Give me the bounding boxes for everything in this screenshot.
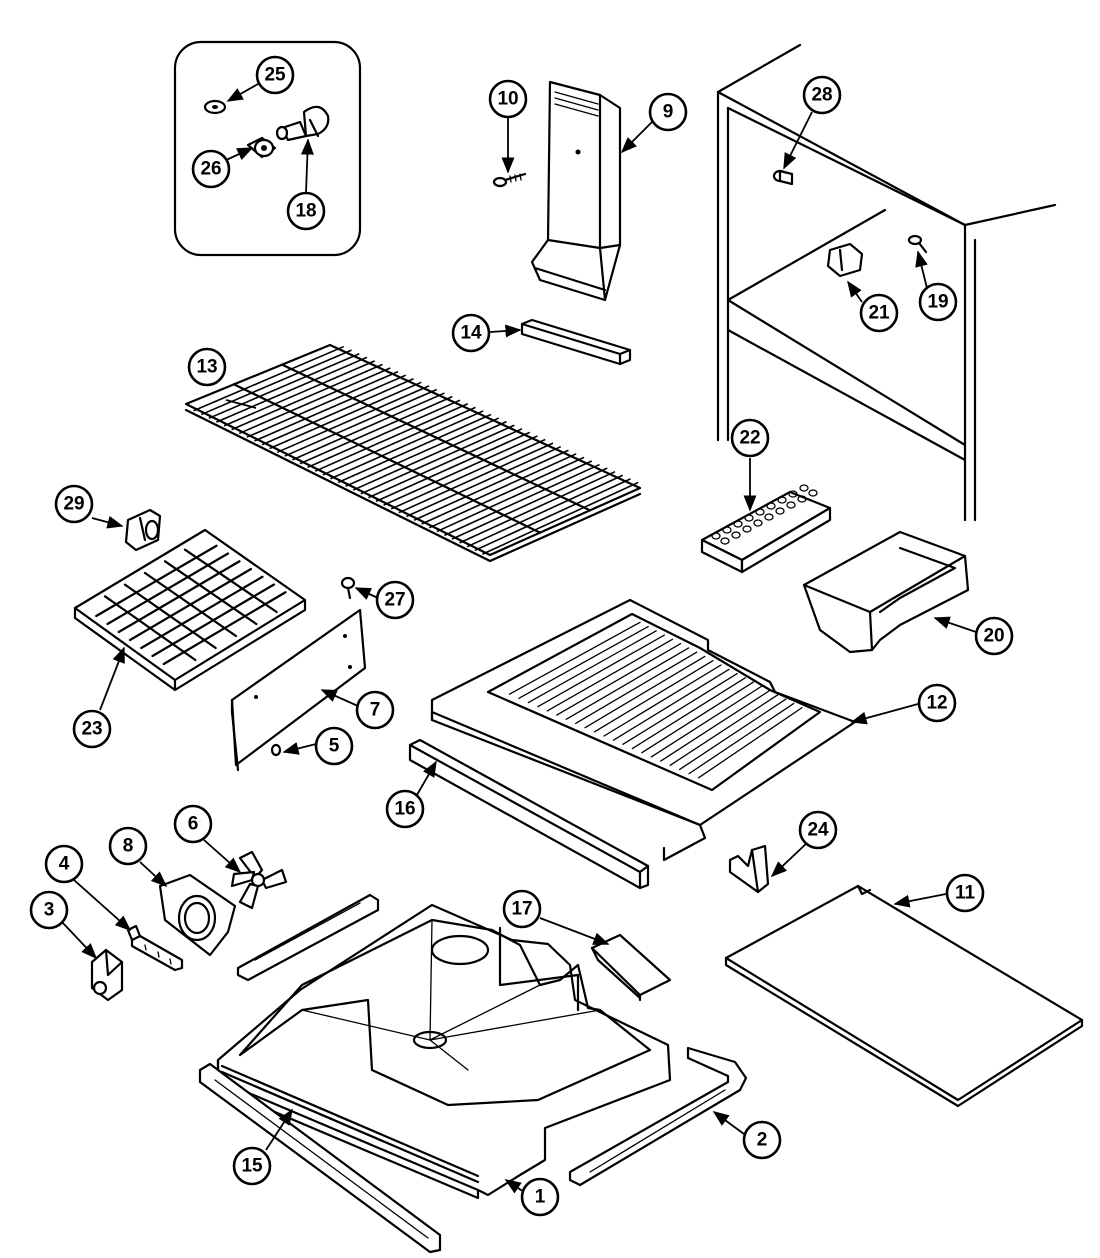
callout-1: 1 [520,1177,560,1217]
part-11-plate [724,884,1084,1108]
callout-label: 29 [63,494,84,515]
part-5-plug [270,743,282,757]
part-20-bin [802,530,970,654]
inset-detail-box [173,40,362,257]
callout-label: 21 [868,303,890,324]
callout-24: 24 [798,810,838,850]
callout-25: 25 [255,55,295,95]
part-25-washer [203,99,227,115]
callout-10: 10 [488,79,528,119]
callout-22: 22 [730,418,770,458]
callout-3: 3 [29,890,69,930]
callout-label: 6 [188,814,199,835]
callout-label: 15 [241,1156,263,1177]
callout-16: 16 [385,789,425,829]
part-26-bushing [246,136,277,159]
part-22-ice-tray [700,484,832,574]
part-29-clip [124,508,162,552]
part-16-rail [408,738,650,890]
callout-17: 17 [502,889,542,929]
callout-label: 4 [59,854,70,875]
callout-11: 11 [945,873,985,913]
callout-label: 22 [739,428,760,449]
callout-15: 15 [232,1146,272,1186]
callout-21: 21 [859,293,899,333]
part-23-rack [73,528,307,692]
callout-label: 2 [757,1130,768,1151]
part-3-motor [90,948,124,1002]
callout-9: 9 [648,92,688,132]
callout-19: 19 [918,282,958,322]
part-10-screw [492,172,527,188]
callout-label: 8 [123,836,134,857]
part-12-tray [430,598,857,862]
callout-label: 25 [264,65,286,86]
part-21-bracket [826,242,864,278]
part-14-strip [520,318,632,366]
callout-27: 27 [375,580,415,620]
ice-tray-cells [711,484,818,545]
callout-label: 3 [44,900,55,921]
callout-29: 29 [54,484,94,524]
part-13-wire-shelf [184,343,642,563]
callout-4: 4 [44,844,84,884]
part-28-pin [772,169,794,186]
callout-13: 13 [187,347,227,387]
callout-6: 6 [173,804,213,844]
part-9-duct-cover [530,80,622,302]
callout-label: 9 [663,102,674,123]
callout-label: 7 [370,700,381,721]
side-rail-left-upper [236,893,380,982]
part-19-screw [907,234,928,254]
callout-5: 5 [314,726,354,766]
callout-label: 27 [384,590,405,611]
callout-18: 18 [286,191,326,231]
part-15-rail [198,1062,442,1254]
callout-label: 11 [955,883,976,904]
callout-28: 28 [802,75,842,115]
callout-label: 1 [535,1187,546,1208]
callout-label: 26 [200,159,221,180]
callout-label: 17 [511,899,532,920]
part-4-strip [126,924,184,972]
callout-label: 12 [926,693,947,714]
callout-label: 13 [196,357,217,378]
callout-14: 14 [451,313,491,353]
callout-label: 24 [807,820,829,841]
callout-label: 18 [295,201,316,222]
callout-label: 5 [329,736,340,757]
callout-23: 23 [72,709,112,749]
callout-label: 19 [927,292,948,313]
callout-2: 2 [742,1120,782,1160]
callout-8: 8 [108,826,148,866]
part-24-bracket [728,844,770,894]
tray-ribs [508,621,803,779]
leader-lines [61,83,977,1194]
callout-label: 28 [811,85,832,106]
callout-label: 20 [983,626,1004,647]
part-27-screw [340,576,356,600]
part-2-rail [568,1046,748,1187]
cabinet-frame [716,43,1057,522]
callout-12: 12 [917,683,957,723]
callout-label: 16 [394,799,415,820]
callout-7: 7 [355,690,395,730]
part-8-fan-bracket [158,873,237,957]
part-17-pad [590,933,672,1002]
part-18-knob [275,105,330,142]
callout-20: 20 [974,616,1014,656]
callout-label: 23 [81,719,102,740]
part-7-panel [230,608,367,772]
callout-label: 10 [497,89,518,110]
callout-label: 14 [460,323,482,344]
part-6-fan-blade [230,850,288,910]
rack-grid [95,544,287,666]
shelf-wires [193,345,639,555]
callout-26: 26 [191,149,231,189]
